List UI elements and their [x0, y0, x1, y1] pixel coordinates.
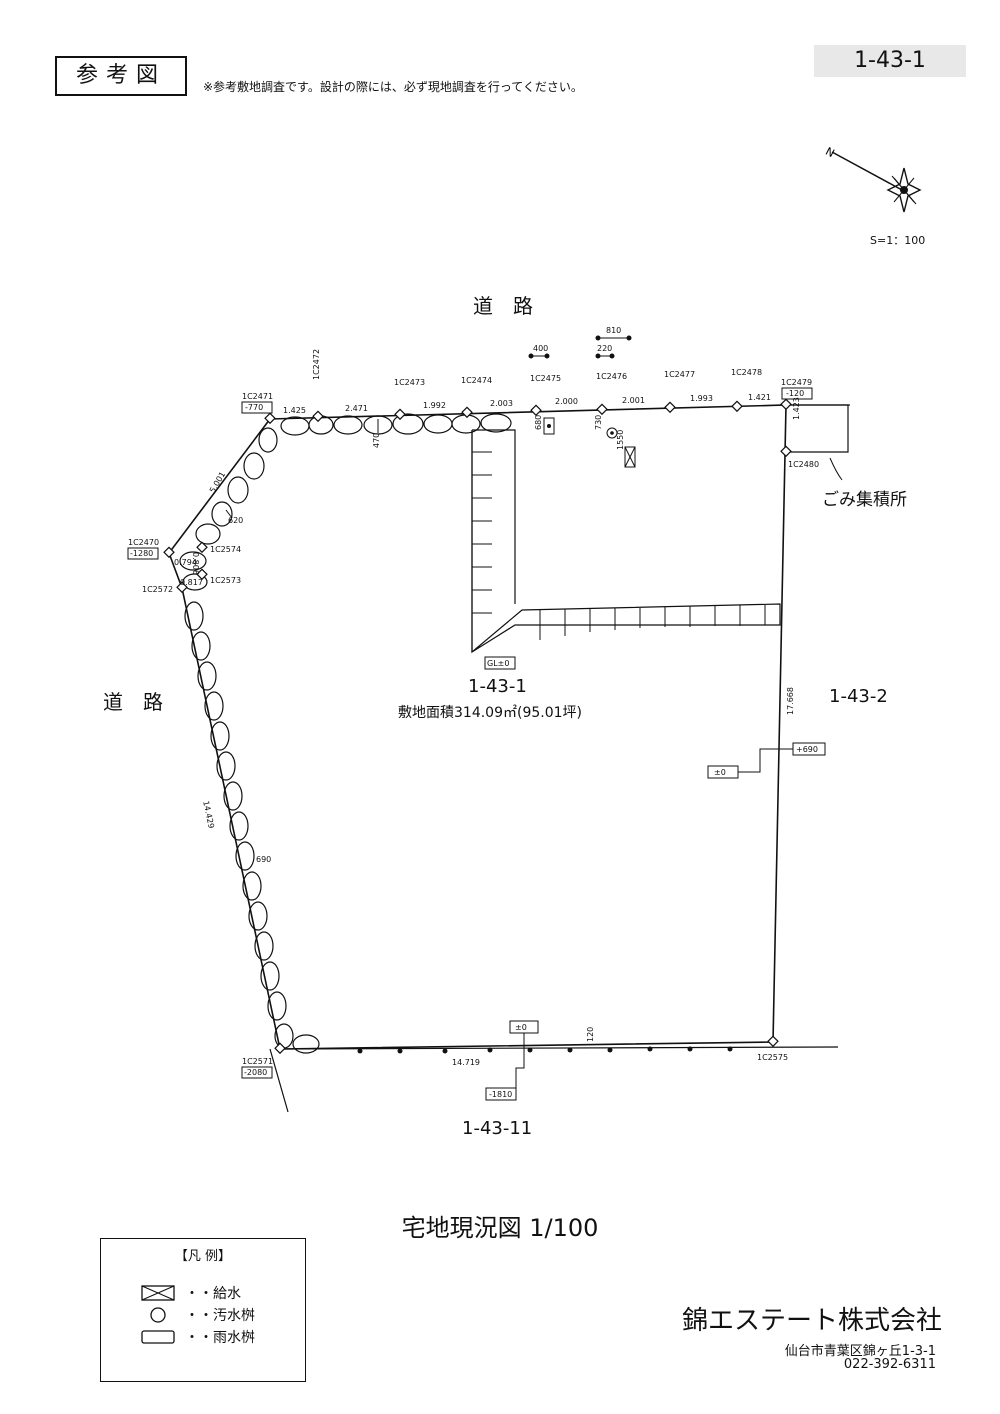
dimension: 1550 [616, 429, 625, 450]
legend-label: ・・雨水桝 [185, 1330, 255, 1346]
company-name: 錦エステート株式会社 [681, 1306, 942, 1336]
dimension: 1.421 [748, 393, 771, 402]
dimension: 400 [533, 344, 549, 353]
water-supply-icon [141, 1285, 175, 1301]
northwest-rainwater-basins [179, 427, 278, 591]
dimension: 1.992 [423, 401, 446, 410]
garbage-area-label: ごみ集積所 [822, 490, 907, 510]
south-neighbor-label: 1-43-11 [462, 1118, 533, 1139]
drawing-title: 宅地現況図 1/100 [401, 1214, 599, 1242]
company-address: 仙台市青葉区錦ヶ丘1-3-1 [784, 1344, 936, 1359]
legend: 【凡 例】 ・・給水 ・・汚水桝 ・・雨水桝 [100, 1238, 306, 1382]
scale-label: S=1：100 [870, 234, 926, 247]
boundary-point-markers [163, 398, 792, 1055]
dimension: 690 [256, 855, 272, 864]
level-value: ±0 [515, 1023, 527, 1032]
point-label: 1C2480 [788, 460, 820, 469]
reference-label: 参考図 [55, 56, 187, 96]
dimension: 2.471 [345, 404, 368, 413]
level-value: +690 [796, 745, 818, 754]
level-value: -1810 [489, 1090, 513, 1099]
point-label: 1C2473 [394, 378, 426, 387]
dimension: 0.794 [174, 558, 197, 567]
legend-item: ・・給水 [141, 1283, 241, 1303]
north-compass-icon: N [823, 145, 922, 213]
point-label: 1C2474 [461, 376, 493, 385]
company-phone: 022-392-6311 [843, 1357, 936, 1372]
garbage-area-outline [786, 404, 849, 453]
point-label: 1C2572 [142, 585, 174, 594]
rainwater-basin-icon [141, 1330, 175, 1344]
dimension: 0.817 [180, 578, 203, 587]
site-survey-drawing [127, 335, 850, 1113]
retaining-hatch [472, 451, 766, 640]
lot-number-label: 1-43-1 [468, 676, 527, 697]
sewage-basin-icon [150, 1307, 166, 1323]
point-label: 1C2470 [128, 538, 160, 547]
dimension: 730 [594, 414, 603, 430]
point-label: 1C2478 [731, 368, 763, 377]
west-rainwater-basins [184, 601, 320, 1054]
dimension: 1.993 [690, 394, 713, 403]
lot-id-badge: 1-43-1 [814, 45, 966, 77]
legend-item: ・・雨水桝 [141, 1327, 255, 1347]
dimension: 2.001 [622, 396, 645, 405]
point-label: 1C2573 [210, 576, 242, 585]
point-label: 1C2479 [781, 378, 813, 387]
point-label: 1C2477 [664, 370, 696, 379]
dimension: 0.806 [191, 552, 200, 575]
dimension: 14.719 [452, 1058, 480, 1067]
gl-level: GL±0 [487, 659, 510, 668]
dimension: 17.668 [786, 687, 795, 715]
legend-label: ・・給水 [185, 1286, 241, 1302]
retaining-wall [471, 429, 781, 654]
point-level: -120 [786, 389, 805, 398]
dimension: 220 [597, 344, 613, 353]
dimension: 1.423 [792, 397, 801, 420]
reference-note: ※参考敷地調査です。設計の際には、必ず現地調査を行ってください。 [203, 80, 583, 94]
dimension: 810 [606, 326, 622, 335]
point-label: 1C2472 [312, 348, 321, 380]
lot-area-label: 敷地面積314.09㎡(95.01坪) [398, 705, 582, 721]
point-level: -770 [245, 403, 264, 412]
dimension: 120 [586, 1026, 595, 1042]
dimension: 680 [534, 414, 543, 430]
point-label: 1C2471 [242, 392, 274, 401]
dimension: 2.003 [490, 399, 513, 408]
legend-item: ・・汚水桝 [141, 1305, 255, 1325]
level-value: ±0 [714, 768, 726, 777]
south-markers [357, 1046, 733, 1054]
dimension: 2.000 [555, 397, 578, 406]
east-neighbor-label: 1-43-2 [829, 686, 888, 707]
dimension: 620 [228, 516, 244, 525]
point-label: 1C2571 [242, 1057, 274, 1066]
lot-boundary [168, 404, 787, 1050]
point-level: -2080 [244, 1068, 268, 1077]
point-label: 1C2476 [596, 372, 628, 381]
point-level: -1280 [130, 549, 154, 558]
point-label: 1C2475 [530, 374, 562, 383]
west-road-label: 道 路 [103, 690, 163, 714]
north-road-label: 道 路 [473, 294, 533, 318]
legend-title: 【凡 例】 [174, 1249, 232, 1264]
legend-label: ・・汚水桝 [185, 1308, 255, 1324]
dimension: 470 [372, 432, 381, 448]
point-label: 1C2575 [757, 1053, 789, 1062]
dimension: 1.425 [283, 406, 306, 415]
point-label: 1C2574 [210, 545, 242, 554]
